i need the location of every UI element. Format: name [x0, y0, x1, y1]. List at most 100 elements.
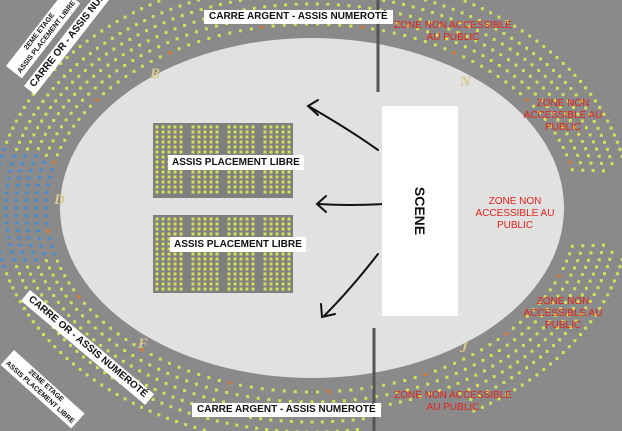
seat — [588, 299, 592, 303]
seat — [481, 358, 485, 362]
floor-seat — [197, 140, 201, 144]
floor-seat — [179, 227, 183, 231]
seat — [489, 59, 493, 62]
seat — [59, 267, 63, 270]
seat — [79, 326, 83, 330]
seat — [573, 73, 577, 77]
seat — [202, 17, 206, 21]
floor-seat — [275, 180, 279, 184]
floor-seat — [263, 135, 267, 139]
seat — [61, 307, 65, 311]
floor-seat — [233, 175, 237, 179]
seat — [23, 258, 27, 262]
seat — [538, 111, 541, 115]
seat — [204, 385, 208, 389]
seat — [530, 349, 534, 353]
seat — [580, 273, 584, 277]
seat — [36, 183, 40, 187]
seat — [50, 244, 54, 248]
seat — [564, 300, 568, 304]
floor-seat — [161, 257, 165, 261]
floor-seat — [281, 175, 285, 179]
seat — [260, 25, 264, 29]
seat — [565, 153, 569, 157]
seat — [61, 105, 65, 109]
seat — [571, 106, 575, 109]
floor-seat — [215, 267, 219, 271]
seat — [445, 37, 449, 41]
seat — [547, 320, 551, 324]
floor-seat — [245, 125, 249, 129]
seat — [81, 98, 84, 102]
floor-seat — [155, 135, 159, 139]
seat — [123, 15, 127, 19]
seat — [545, 307, 549, 311]
seat — [25, 191, 29, 195]
floor-seat — [215, 217, 219, 221]
seat — [584, 126, 588, 130]
seat — [535, 332, 539, 336]
seat — [31, 161, 35, 165]
floor-seat — [245, 217, 249, 221]
floor-seat — [275, 262, 279, 266]
floor-seat — [203, 267, 207, 271]
floor-seat — [209, 277, 213, 281]
seat — [267, 398, 271, 402]
floor-seat — [215, 135, 219, 139]
floor-seat — [191, 190, 195, 194]
floor-seat — [215, 257, 219, 261]
floor-seat — [167, 130, 171, 134]
seat — [587, 258, 590, 262]
seat — [508, 365, 512, 369]
seat — [235, 423, 239, 427]
floor-seat — [191, 175, 195, 179]
seat — [335, 429, 339, 431]
seat — [146, 39, 150, 43]
floor-seat — [215, 232, 219, 236]
seat — [597, 258, 601, 262]
seat — [40, 273, 44, 277]
floor-seat — [155, 267, 159, 271]
seat — [584, 265, 588, 269]
floor-seat — [269, 257, 273, 261]
seat — [225, 391, 229, 394]
floor-seat — [287, 190, 291, 194]
seat — [123, 349, 127, 352]
floor-seat — [269, 145, 273, 149]
seat — [85, 332, 89, 336]
floor-seat — [191, 135, 195, 139]
floor-seat — [275, 272, 279, 276]
seat — [175, 420, 179, 423]
floor-seat — [161, 247, 165, 251]
floor-seat — [281, 185, 285, 189]
seat — [187, 411, 191, 415]
floor-seat — [239, 272, 243, 276]
seat — [42, 333, 45, 336]
floor-seat — [233, 130, 237, 134]
floor-seat — [263, 170, 267, 174]
seat — [15, 221, 19, 225]
seat — [63, 274, 67, 278]
seat — [26, 229, 30, 233]
seat — [513, 24, 517, 28]
floor-seat — [167, 140, 171, 144]
seat — [520, 383, 524, 387]
seat — [6, 228, 9, 232]
floor-seat — [269, 125, 273, 129]
seat — [139, 358, 143, 362]
seat — [27, 176, 31, 180]
seat — [539, 355, 542, 359]
floor-seat — [227, 175, 231, 179]
seat — [197, 373, 201, 376]
seat — [115, 393, 119, 396]
seat — [467, 25, 471, 28]
seat — [600, 162, 603, 165]
seat — [8, 133, 12, 137]
seat — [169, 7, 173, 11]
seat — [35, 221, 39, 225]
seat — [511, 86, 515, 90]
floor-seat — [227, 145, 231, 149]
floor-seat — [173, 267, 177, 271]
seat — [100, 80, 104, 84]
floor-seat — [269, 175, 273, 179]
